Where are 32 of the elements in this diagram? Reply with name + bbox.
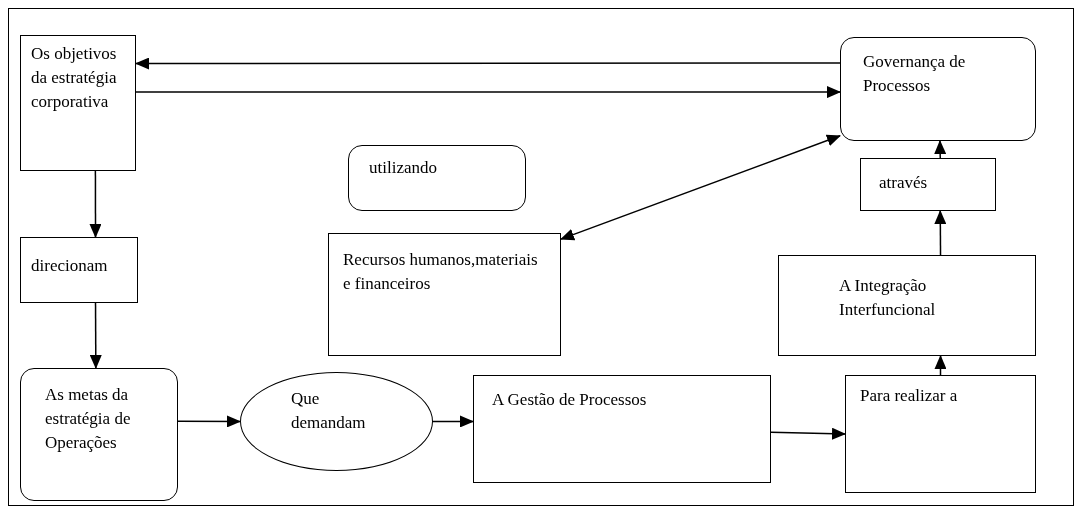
process-box: [845, 375, 1036, 493]
connector-label-box: [348, 145, 526, 211]
process-box: [778, 255, 1036, 356]
arrow: [934, 140, 947, 159]
process-box: [20, 237, 138, 303]
node-text: direcionam: [31, 255, 109, 277]
node-text: A Integração Interfuncional: [839, 275, 937, 321]
node-text: As metas da estratégia de Operações: [45, 384, 132, 454]
arrow: [560, 134, 841, 241]
arrow: [934, 210, 947, 256]
arrow: [89, 170, 102, 238]
arrow: [432, 415, 474, 428]
node-text: Que demandam: [291, 388, 367, 434]
arrow: [135, 86, 841, 99]
arrow: [177, 415, 241, 428]
arrow: [135, 57, 841, 70]
process-box: [860, 158, 996, 211]
node-text: A Gestão de Processos: [492, 389, 648, 411]
process-box: [20, 368, 178, 501]
node-text: utilizando: [369, 157, 438, 179]
arrow: [934, 355, 947, 376]
arrow: [89, 302, 102, 369]
arrow: [770, 427, 846, 440]
node-text: Para realizar a: [860, 385, 959, 407]
process-box: [840, 37, 1036, 141]
node-text: Governança de Processos: [863, 51, 967, 97]
node-text: Os objetivos da estratégia corporativa: [31, 43, 118, 113]
node-text: Recursos humanos,materiais e financeiros: [343, 249, 539, 295]
process-box: [473, 375, 771, 483]
process-box: [20, 35, 136, 171]
node-text: através: [879, 172, 929, 194]
process-box: [328, 233, 561, 356]
